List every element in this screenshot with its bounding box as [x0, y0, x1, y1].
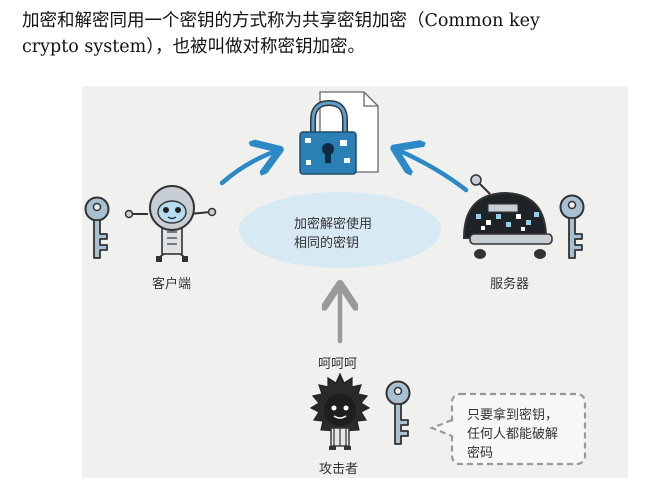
attacker-key-icon — [385, 380, 411, 445]
bubble-text-line-1: 加密解密使用 — [294, 217, 373, 232]
bubble-text-line-2: 相同的密钥 — [294, 236, 360, 251]
intro-line-1: 加密和解密同用一个密钥的方式称为共享密钥加密（Common key — [22, 11, 540, 31]
callout-text-line-1: 只要拿到密钥， — [467, 408, 559, 423]
callout-text-line-3: 密码 — [467, 446, 494, 461]
client-key-icon — [84, 196, 110, 259]
shared-key-bubble — [239, 192, 441, 268]
speech-callout — [429, 392, 587, 466]
client-robot — [124, 185, 217, 262]
attacker-figure — [309, 372, 371, 450]
padlock-icon — [299, 99, 357, 175]
client-label: 客户端 — [152, 277, 192, 292]
server-key-icon — [559, 194, 585, 259]
server-label: 服务器 — [490, 277, 530, 292]
right-blue-arrow — [398, 150, 469, 193]
intro-line-2: crypto system），也被叫做对称密钥加密。 — [22, 37, 365, 57]
callout-text-line-2: 任何人都能破解 — [467, 427, 559, 442]
snicker-label: 呵呵呵 — [318, 357, 358, 372]
attacker-label: 攻击者 — [319, 462, 359, 477]
left-blue-arrow — [219, 151, 276, 186]
intro-text: 加密和解密同用一个密钥的方式称为共享密钥加密（Common key crypto… — [22, 8, 652, 60]
server-robot — [462, 174, 553, 259]
